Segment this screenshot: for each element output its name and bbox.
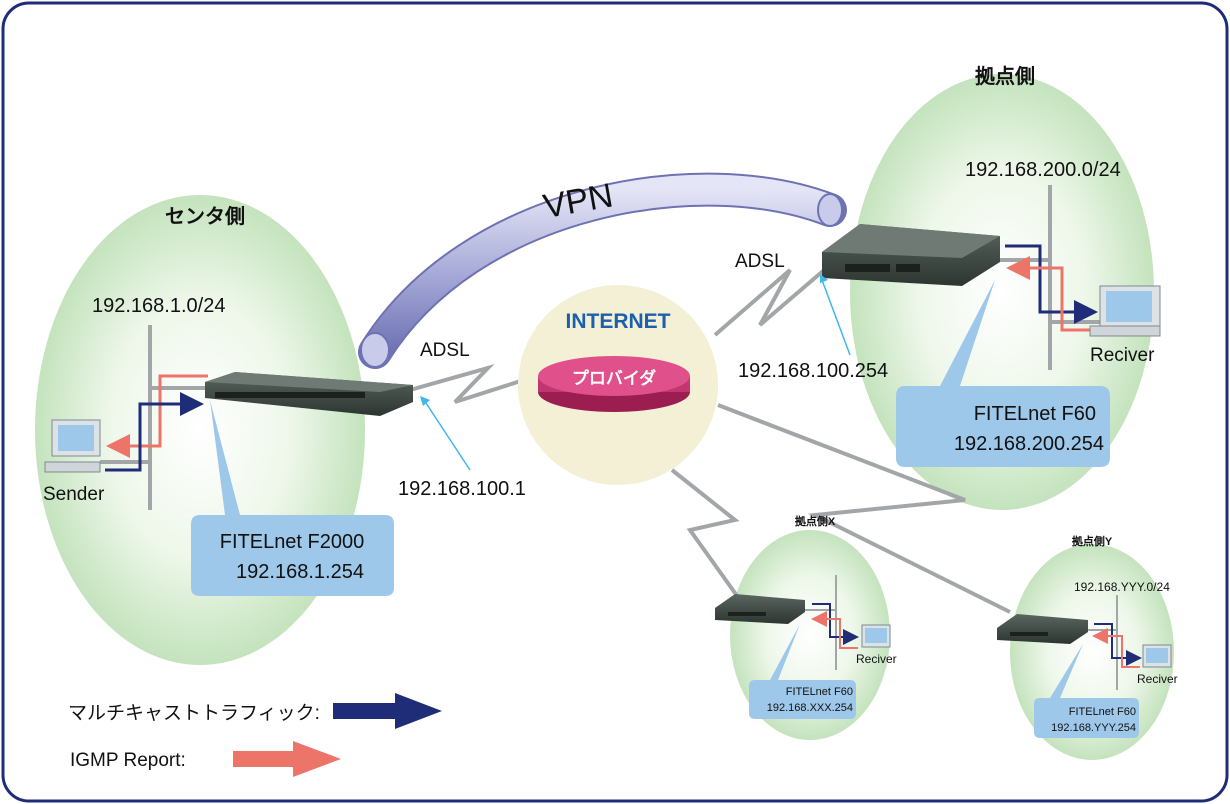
igmp-report-arrow [1006, 256, 1098, 332]
branch-title: 拠点側 [975, 64, 1035, 88]
branch-x-ip: 192.168.XXX.254 [767, 702, 853, 714]
provider-label: プロバイダ [572, 368, 656, 388]
f60-router-icon [997, 614, 1088, 644]
branch-y-host-label: Reciver [1137, 672, 1178, 686]
wan-ip-pointer [423, 399, 471, 471]
wan-ip-pointer-head [420, 396, 430, 406]
branch-y-link [717, 403, 1011, 614]
multicast-arrow [1005, 244, 1098, 324]
branch-y-callout [1034, 644, 1139, 738]
f2000-callout [191, 400, 394, 596]
provider-disk [538, 356, 690, 396]
f60-router-icon [822, 224, 1000, 286]
center-adsl-label: ADSL [420, 340, 470, 361]
branch-y-title: 拠点側Y [1072, 534, 1113, 548]
legend-igmp-label: IGMP Report: [70, 750, 186, 771]
center-title: センタ側 [165, 205, 245, 228]
f60-callout [896, 280, 1110, 467]
legend-igmp-arrow [233, 741, 341, 777]
wan-ip-pointer [821, 279, 851, 356]
branch-subnet: 192.168.200.0/24 [965, 159, 1121, 181]
branch-y-subnet: 192.168.YYY.0/24 [1074, 580, 1170, 594]
vpn-tube-end [817, 193, 843, 227]
igmp-report-arrow [811, 611, 858, 649]
f2000-ip: 192.168.1.254 [236, 561, 364, 583]
f2000-name: FITELnet F2000 [220, 531, 365, 553]
vpn-tube-end [360, 332, 390, 368]
sender-label: Sender [43, 484, 105, 505]
multicast-arrow [1094, 623, 1142, 666]
wan-links [409, 263, 1011, 614]
center-adsl-link [409, 364, 531, 404]
legend-multicast-arrow [333, 693, 442, 729]
branch-host-label: Reciver [1090, 345, 1155, 366]
branch-x-host-label: Reciver [856, 652, 897, 666]
wan-ip-pointer-head [820, 274, 828, 283]
branch-adsl-link [713, 263, 832, 337]
branch-x-title: 拠点側X [795, 514, 836, 528]
center-subnet: 192.168.1.0/24 [92, 295, 225, 317]
f2000-router-icon [205, 372, 413, 416]
internet-label: INTERNET [566, 310, 671, 333]
f60-router-icon [715, 594, 805, 624]
branch-x-link [670, 468, 742, 602]
branch-x-device: FITELnet F60 [786, 686, 853, 698]
branch-y-device: FITELnet F60 [1069, 706, 1136, 718]
f60-name: FITELnet F60 [974, 403, 1096, 425]
computer-icon [861, 624, 891, 648]
legend-multicast-label: マルチキャストトラフィック: [68, 702, 320, 724]
branch-adsl-label: ADSL [735, 251, 785, 272]
vpn-tube [362, 174, 836, 361]
igmp-report-arrow [106, 374, 208, 458]
computer-icon [1089, 285, 1161, 337]
computer-icon [44, 419, 101, 473]
igmp-report-arrow [1092, 628, 1140, 668]
multicast-arrow [105, 392, 204, 472]
f60-ip: 192.168.200.254 [954, 433, 1104, 455]
multicast-arrow [812, 603, 859, 645]
center-wan-ip: 192.168.100.1 [398, 478, 526, 500]
branch-y-ip: 192.168.YYY.254 [1051, 722, 1136, 734]
branch-wan-ip: 192.168.100.254 [738, 360, 888, 382]
branch-x-callout [749, 624, 856, 719]
computer-icon [1142, 644, 1172, 668]
